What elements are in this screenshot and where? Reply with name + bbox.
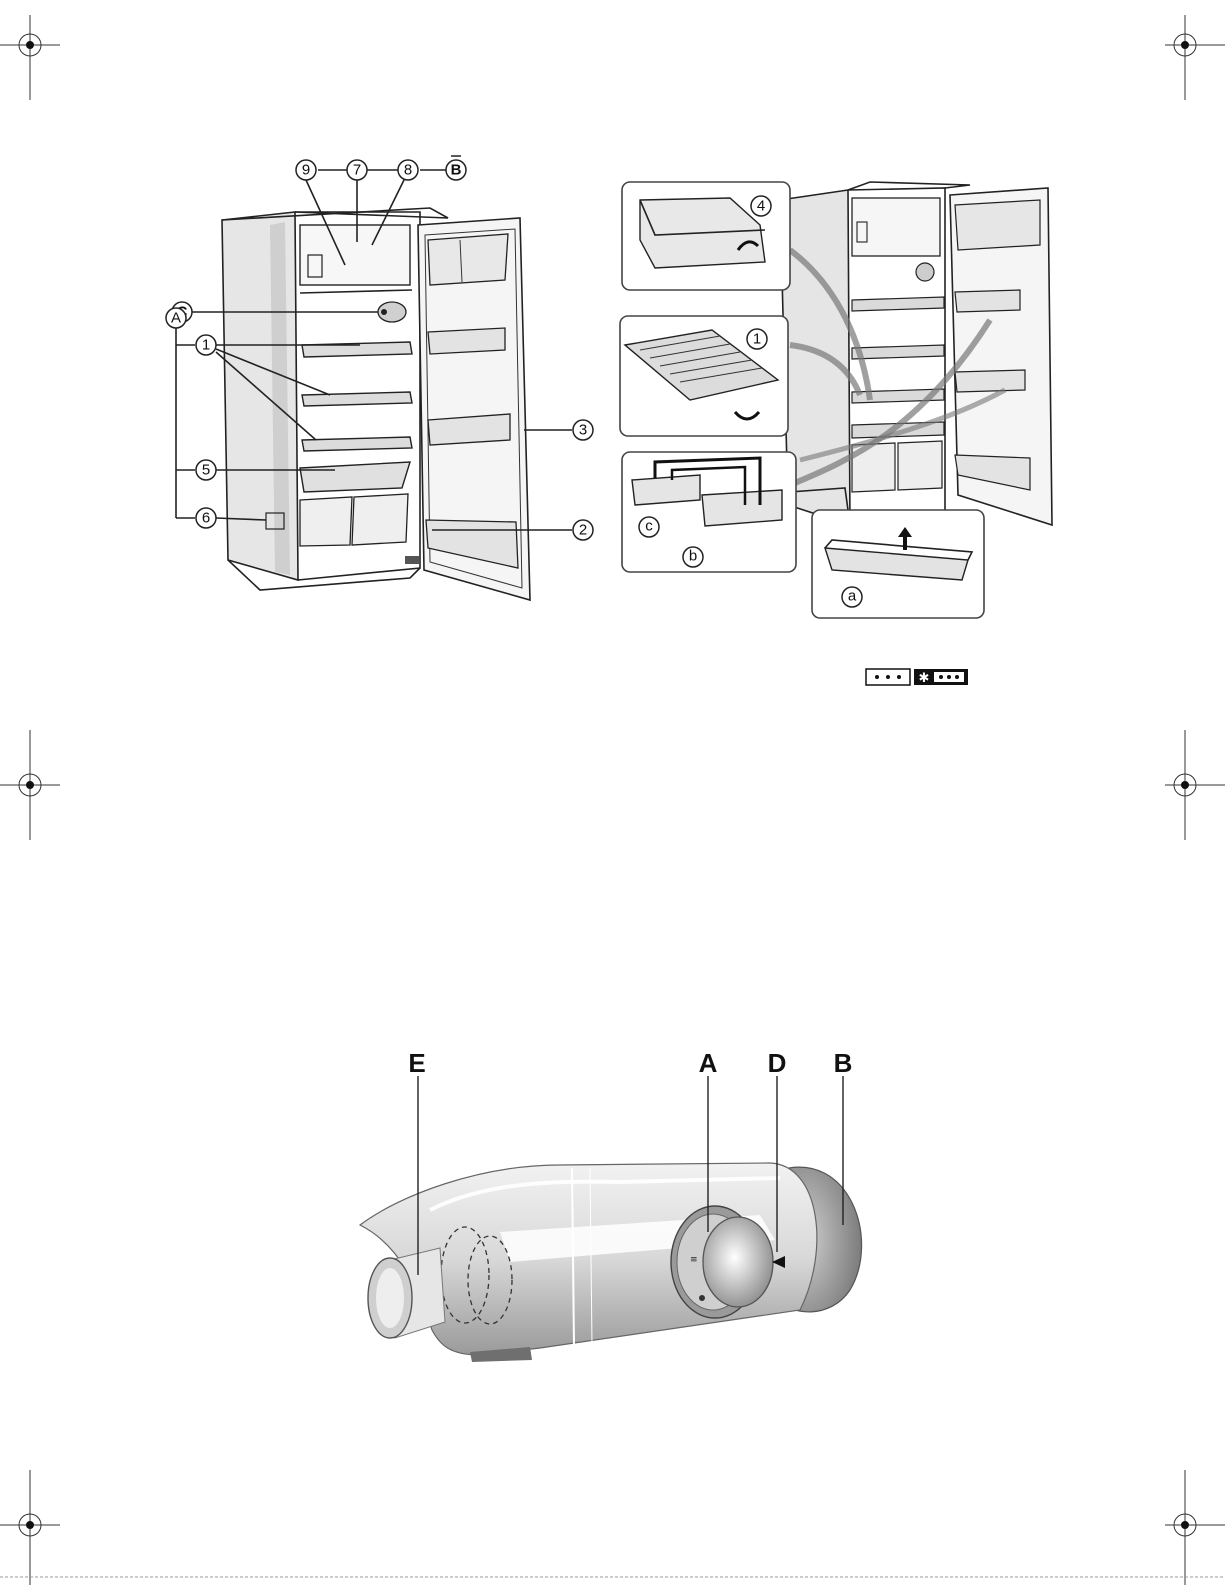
svg-text:A: A [171,310,181,327]
callout-6: 6 [196,508,216,528]
label-E: E [408,1048,425,1078]
label-A: A [699,1048,718,1078]
fridge2-freezer [852,198,940,256]
callout-1: 1 [196,335,216,355]
callout-A: A [166,308,186,328]
fridge-parts-illustration [780,182,1052,525]
crisper-right [352,494,408,545]
registration-mark-bottom-left [0,1470,60,1585]
registration-mark-top-left [0,15,60,100]
svg-text:4: 4 [757,198,765,215]
registration-mark-mid-left [0,730,60,840]
crisper-cover [300,462,410,492]
thermostat-illustration: ≡ [360,1163,862,1362]
registration-mark-mid-right [1165,730,1225,840]
svg-text:c: c [645,518,653,535]
star-rating-icons: ✱ [866,669,968,686]
shelf-top [300,290,412,293]
crisper-left [300,497,352,546]
svg-text:1: 1 [753,331,761,348]
inset-callout-b: b [683,547,703,567]
callout-7: 7 [347,160,367,180]
svg-text:b: b [689,548,697,565]
inset-callout-1: 1 [747,329,767,349]
thermostat-knob-front [703,1217,773,1307]
thermostat-labels: E A D B [408,1048,852,1078]
svg-text:6: 6 [202,510,210,527]
label-D: D [768,1048,787,1078]
shelf-2 [302,392,412,406]
callout-8: 8 [398,160,418,180]
door-shelf-1 [428,328,505,354]
svg-text:5: 5 [202,462,210,479]
inset-trays [622,452,796,572]
callout-B: B [446,156,466,180]
svg-text:1: 1 [202,337,210,354]
svg-text:9: 9 [302,162,310,179]
svg-text:8: 8 [404,162,412,179]
inset-bottle-rack [812,510,984,618]
callout-9: 9 [296,160,316,180]
fridge-illustration [222,208,530,600]
svg-text:B: B [451,162,462,179]
inset-callout-c: c [639,517,659,537]
svg-text:a: a [848,588,857,605]
door-egg-rack [428,234,508,285]
door-hinge [405,556,419,564]
callout-3: 3 [573,420,593,440]
registration-mark-top-right [1165,15,1225,100]
svg-text:2: 2 [579,522,587,539]
door-shelf-2 [428,414,510,445]
callout-5: 5 [196,460,216,480]
inset-callout-4: 4 [751,196,771,216]
svg-text:✱: ✱ [919,671,930,686]
registration-mark-bottom-right [1165,1470,1225,1585]
fridge2-thermostat [916,263,934,281]
label-B: B [834,1048,853,1078]
shelf-3 [302,437,412,451]
svg-text:≡: ≡ [690,1255,698,1265]
svg-text:7: 7 [353,162,361,179]
svg-text:3: 3 [579,422,587,439]
callout-2: 2 [573,520,593,540]
inset-callout-a: a [842,587,862,607]
